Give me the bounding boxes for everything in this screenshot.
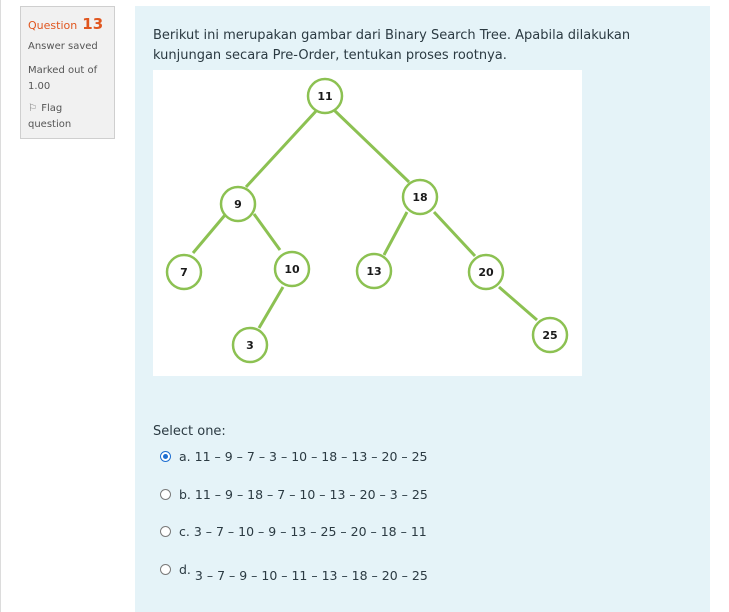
question-word: Question <box>28 19 78 32</box>
edge-9-10 <box>252 213 282 251</box>
node-label: 25 <box>542 329 557 342</box>
node-label: 13 <box>366 265 381 278</box>
edge-11-18 <box>332 108 411 184</box>
option-text: 11 – 9 – 18 – 7 – 10 – 13 – 20 – 3 – 25 <box>194 487 428 502</box>
edge-10-3 <box>257 286 285 329</box>
edge-18-13 <box>382 211 409 256</box>
answer-option-c[interactable]: c. 3 – 7 – 10 – 9 – 13 – 25 – 20 – 18 – … <box>160 524 427 539</box>
answer-option-b[interactable]: b. 11 – 9 – 18 – 7 – 10 – 13 – 20 – 3 – … <box>160 487 428 502</box>
node-label: 3 <box>246 339 254 352</box>
question-content: Berikut ini merupakan gambar dari Binary… <box>135 6 710 612</box>
node-label: 18 <box>412 191 427 204</box>
tree-node: 11 <box>306 77 344 115</box>
question-heading: Question 13 <box>28 14 107 33</box>
bst-figure: 11 9 18 7 10 <box>153 70 582 376</box>
tree-node: 20 <box>467 253 505 291</box>
option-letter: b. <box>179 487 191 502</box>
tree-edges <box>191 108 538 329</box>
flag-icon: ⚐ <box>28 103 37 114</box>
tree-node: 25 <box>531 316 569 354</box>
edge-18-20 <box>432 210 477 258</box>
page-left-border <box>0 0 1 612</box>
node-label: 9 <box>234 198 242 211</box>
question-text: Berikut ini merupakan gambar dari Binary… <box>153 28 631 63</box>
radio-b[interactable] <box>160 489 171 500</box>
flag-question-link[interactable]: ⚐ Flag question <box>28 101 98 133</box>
question-info-panel: Question 13 Answer saved Marked out of 1… <box>20 6 115 139</box>
node-label: 20 <box>478 266 494 279</box>
flag-question-label: Flag question <box>28 103 72 130</box>
answer-option-d[interactable]: d. 3 – 7 – 9 – 10 – 11 – 13 – 18 – 20 – … <box>160 562 428 583</box>
edge-11-9 <box>244 108 319 189</box>
answer-status: Answer saved <box>28 41 98 52</box>
tree-node: 7 <box>165 253 203 291</box>
option-letter: c. <box>179 524 190 539</box>
option-text: 3 – 7 – 10 – 9 – 13 – 25 – 20 – 18 – 11 <box>193 524 427 539</box>
edge-20-25 <box>498 285 538 322</box>
marked-out-of: Marked out of 1.00 <box>28 65 98 92</box>
option-text: 11 – 9 – 7 – 3 – 10 – 18 – 13 – 20 – 25 <box>194 449 428 464</box>
bst-diagram: 11 9 18 7 10 <box>165 77 569 364</box>
option-letter: d. <box>179 562 191 577</box>
edge-9-7 <box>191 214 227 254</box>
option-text: 3 – 7 – 9 – 10 – 11 – 13 – 18 – 20 – 25 <box>194 568 428 583</box>
node-label: 11 <box>317 90 332 103</box>
tree-node: 18 <box>401 178 439 216</box>
tree-node: 13 <box>355 252 393 290</box>
node-label: 7 <box>180 266 188 279</box>
option-letter: a. <box>179 449 191 464</box>
tree-node: 9 <box>219 185 257 223</box>
radio-a[interactable] <box>160 451 171 462</box>
node-label: 10 <box>284 263 300 276</box>
tree-node: 3 <box>231 326 269 364</box>
tree-node: 10 <box>273 250 311 288</box>
radio-d[interactable] <box>160 564 171 575</box>
question-number: 13 <box>82 15 104 33</box>
radio-c[interactable] <box>160 526 171 537</box>
select-one-label: Select one: <box>153 424 226 439</box>
answer-option-a[interactable]: a. 11 – 9 – 7 – 3 – 10 – 18 – 13 – 20 – … <box>160 449 428 464</box>
